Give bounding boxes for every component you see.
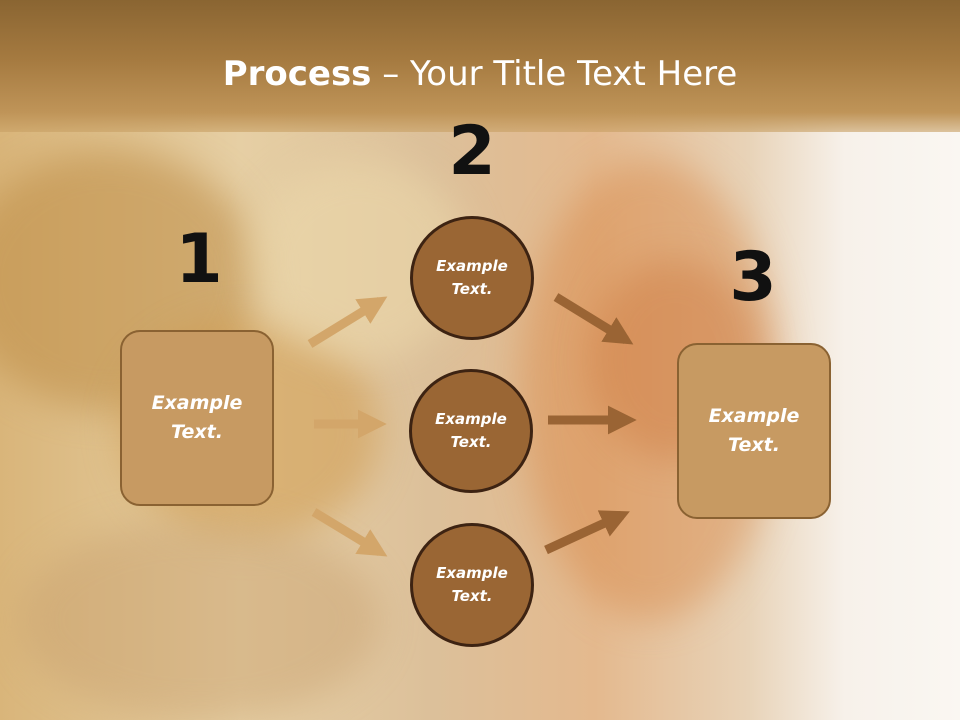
slide-title: Process – Your Title Text Here bbox=[0, 52, 960, 96]
arrow-1-to-bottom bbox=[311, 508, 388, 557]
header-band bbox=[0, 0, 960, 132]
step-3-text: Example Text. bbox=[708, 405, 800, 456]
step-3-box: Example Text. bbox=[677, 343, 831, 519]
circle-middle: Example Text. bbox=[409, 369, 533, 493]
arrow-bottom-to-3 bbox=[544, 510, 630, 555]
step-1-text: Example Text. bbox=[151, 392, 243, 443]
circle-top: Example Text. bbox=[410, 216, 534, 340]
step-number-3: 3 bbox=[729, 238, 777, 317]
step-1-box: Example Text. bbox=[120, 330, 274, 506]
circle-top-text: Example Text. bbox=[436, 257, 508, 298]
background-blur bbox=[20, 520, 380, 720]
circle-bottom-text: Example Text. bbox=[436, 564, 508, 605]
circle-middle-text: Example Text. bbox=[435, 410, 507, 451]
arrow-top-to-3 bbox=[553, 293, 634, 345]
title-rest: – Your Title Text Here bbox=[371, 54, 738, 94]
circle-bottom: Example Text. bbox=[410, 523, 534, 647]
step-number-2: 2 bbox=[448, 112, 496, 191]
arrow-1-to-top bbox=[307, 296, 388, 348]
step-number-1: 1 bbox=[175, 220, 223, 299]
title-bold: Process bbox=[222, 54, 372, 94]
